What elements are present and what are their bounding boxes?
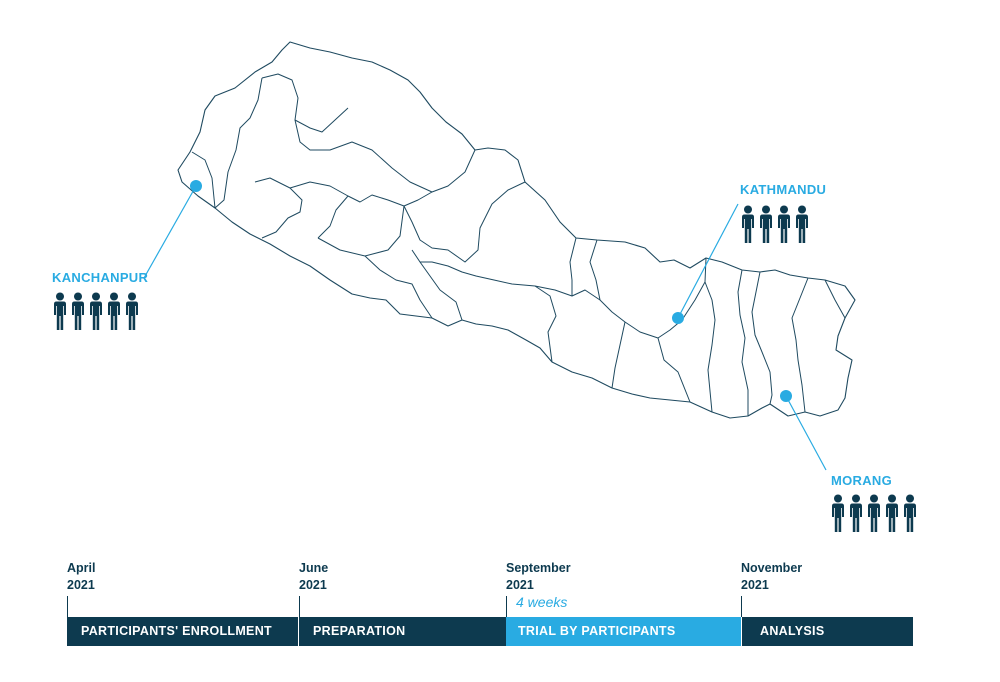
kanchanpur-pin (190, 180, 202, 192)
person-icon (796, 205, 808, 243)
timeline-tick-june (299, 596, 300, 617)
person-icon (760, 205, 772, 243)
region-label-morang: MORANG (831, 473, 893, 488)
timeline-tick-april (67, 596, 68, 617)
timeline-tick-september (506, 596, 507, 617)
person-icon (868, 494, 880, 532)
morang-people (830, 494, 918, 532)
person-icon (886, 494, 898, 532)
region-label-kanchanpur: KANCHANPUR (52, 270, 149, 285)
phase-analysis: ANALYSIS (741, 617, 913, 646)
country-outline (177, 41, 856, 419)
person-icon (904, 494, 916, 532)
kanchanpur-people (52, 292, 140, 330)
duration-note: 4 weeks (516, 594, 568, 610)
person-icon (126, 292, 138, 330)
person-icon (832, 494, 844, 532)
morang-leader-line (785, 395, 827, 471)
person-icon (108, 292, 120, 330)
district-boundaries (191, 73, 846, 416)
person-icon (778, 205, 790, 243)
timeline-tick-november (741, 596, 742, 617)
kathmandu-leader-line (677, 203, 739, 319)
phase-trial: TRIAL BY PARTICIPANTS (506, 617, 741, 646)
kathmandu-people (740, 205, 810, 243)
person-icon (90, 292, 102, 330)
region-label-kathmandu: KATHMANDU (740, 182, 827, 197)
phase-preparation: PREPARATION (299, 617, 506, 646)
kanchanpur-leader-line (143, 185, 197, 279)
kathmandu-pin (672, 312, 684, 324)
phase-enrollment: PARTICIPANTS' ENROLLMENT (67, 617, 299, 646)
person-icon (742, 205, 754, 243)
person-icon (72, 292, 84, 330)
morang-pin (780, 390, 792, 402)
person-icon (54, 292, 66, 330)
person-icon (850, 494, 862, 532)
